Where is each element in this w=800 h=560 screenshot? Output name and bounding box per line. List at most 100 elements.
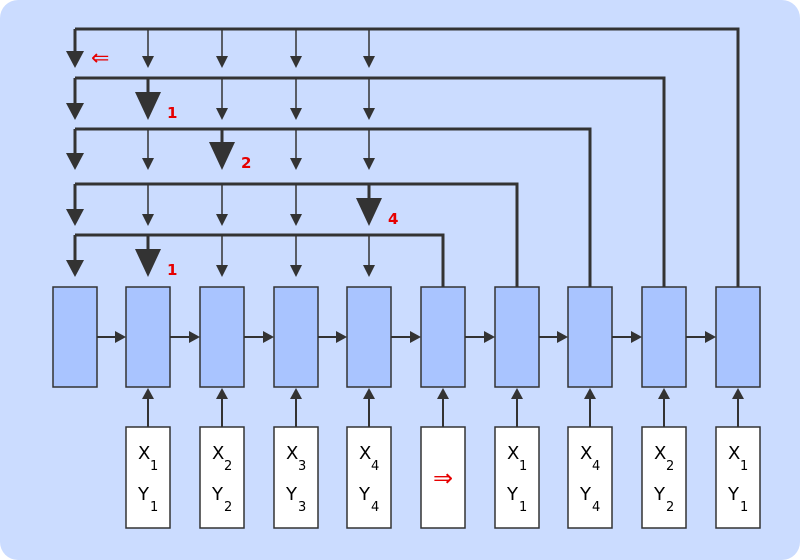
input-x-subscript: 3 xyxy=(298,459,306,474)
read-arrowhead xyxy=(66,260,84,277)
attention-weight-label: 1 xyxy=(167,261,177,279)
input-y-subscript: 2 xyxy=(666,500,674,515)
input-y-subscript: 1 xyxy=(150,500,158,515)
input-x-label: X xyxy=(212,443,224,464)
input-y-subscript: 4 xyxy=(371,500,379,515)
memory-cell xyxy=(273,286,319,388)
input-box xyxy=(346,426,392,529)
read-arrowhead xyxy=(209,142,235,170)
read-arrowhead xyxy=(216,265,228,277)
read-arrowhead xyxy=(290,158,302,170)
read-arrowhead xyxy=(363,108,375,120)
query-marker: ⇒ xyxy=(433,464,453,492)
attention-weight-label: 2 xyxy=(241,154,251,172)
input-y-label: Y xyxy=(285,484,298,505)
attention-weight-label: 4 xyxy=(388,210,398,228)
output-marker: ⇐ xyxy=(91,46,109,71)
feedback-line xyxy=(75,233,445,287)
input-y-subscript: 3 xyxy=(298,500,306,515)
chain-arrowhead xyxy=(705,331,716,343)
chain-arrowhead xyxy=(115,331,126,343)
input-x-label: X xyxy=(654,443,666,464)
chain-arrowhead xyxy=(189,331,200,343)
input-arrowhead xyxy=(584,388,596,399)
read-arrowhead xyxy=(142,158,154,170)
memory-cell xyxy=(125,286,171,388)
read-arrowhead xyxy=(363,158,375,170)
input-x-label: X xyxy=(138,443,150,464)
input-x-subscript: 4 xyxy=(371,459,379,474)
input-box xyxy=(420,426,466,529)
read-arrowhead xyxy=(135,92,161,120)
chain-arrowhead xyxy=(631,331,642,343)
chain-arrowhead xyxy=(557,331,568,343)
input-x-label: X xyxy=(286,443,298,464)
read-arrowhead xyxy=(356,198,382,226)
read-arrowhead xyxy=(135,249,161,277)
chain-arrowhead xyxy=(336,331,347,343)
input-y-label: Y xyxy=(579,484,592,505)
input-arrowhead xyxy=(511,388,523,399)
feedback-line xyxy=(75,127,592,287)
read-arrowhead xyxy=(66,51,84,68)
chain-arrowhead xyxy=(484,331,495,343)
connection-lines xyxy=(75,27,744,427)
input-y-subscript: 1 xyxy=(519,500,527,515)
input-arrowhead xyxy=(290,388,302,399)
input-box xyxy=(715,426,761,529)
input-y-label: Y xyxy=(137,484,150,505)
input-y-label: Y xyxy=(211,484,224,505)
memory-cell xyxy=(346,286,392,388)
input-y-label: Y xyxy=(358,484,371,505)
read-heads: ⇐ 1 2 4 1 xyxy=(66,29,398,279)
input-x-label: X xyxy=(507,443,519,464)
input-y-subscript: 4 xyxy=(592,500,600,515)
read-arrowhead xyxy=(66,103,84,120)
input-y-label: Y xyxy=(506,484,519,505)
input-arrowhead xyxy=(216,388,228,399)
input-arrowhead xyxy=(142,388,154,399)
input-x-label: X xyxy=(728,443,740,464)
read-arrowhead xyxy=(142,56,154,68)
input-x-subscript: 2 xyxy=(224,459,232,474)
input-x-subscript: 1 xyxy=(150,459,158,474)
attention-weight-label: 1 xyxy=(167,104,177,122)
read-arrowhead xyxy=(142,214,154,226)
read-arrowhead xyxy=(66,153,84,170)
memory-cell xyxy=(199,286,245,388)
input-y-label: Y xyxy=(727,484,740,505)
read-arrowhead xyxy=(290,56,302,68)
input-y-subscript: 1 xyxy=(740,500,748,515)
read-arrowhead xyxy=(216,214,228,226)
input-y-subscript: 2 xyxy=(224,500,232,515)
read-arrowhead xyxy=(66,209,84,226)
read-arrowhead xyxy=(290,265,302,277)
memory-cell xyxy=(494,286,540,388)
input-x-subscript: 2 xyxy=(666,459,674,474)
input-box xyxy=(494,426,540,529)
memory-cell xyxy=(567,286,613,388)
input-x-label: X xyxy=(359,443,371,464)
memory-cells xyxy=(52,286,761,388)
input-y-label: Y xyxy=(653,484,666,505)
input-arrowhead xyxy=(363,388,375,399)
input-box xyxy=(125,426,171,529)
input-x-subscript: 4 xyxy=(592,459,600,474)
read-arrowhead xyxy=(216,108,228,120)
input-arrowhead xyxy=(437,388,449,399)
read-arrowhead xyxy=(290,108,302,120)
input-arrowhead xyxy=(732,388,744,399)
input-arrowhead xyxy=(658,388,670,399)
input-x-subscript: 1 xyxy=(519,459,527,474)
memory-cell xyxy=(52,286,98,388)
memory-cell xyxy=(420,286,466,388)
input-x-subscript: 1 xyxy=(740,459,748,474)
chain-arrowhead xyxy=(410,331,421,343)
memory-cell xyxy=(715,286,761,388)
input-x-label: X xyxy=(580,443,592,464)
feedback-line xyxy=(75,76,666,287)
